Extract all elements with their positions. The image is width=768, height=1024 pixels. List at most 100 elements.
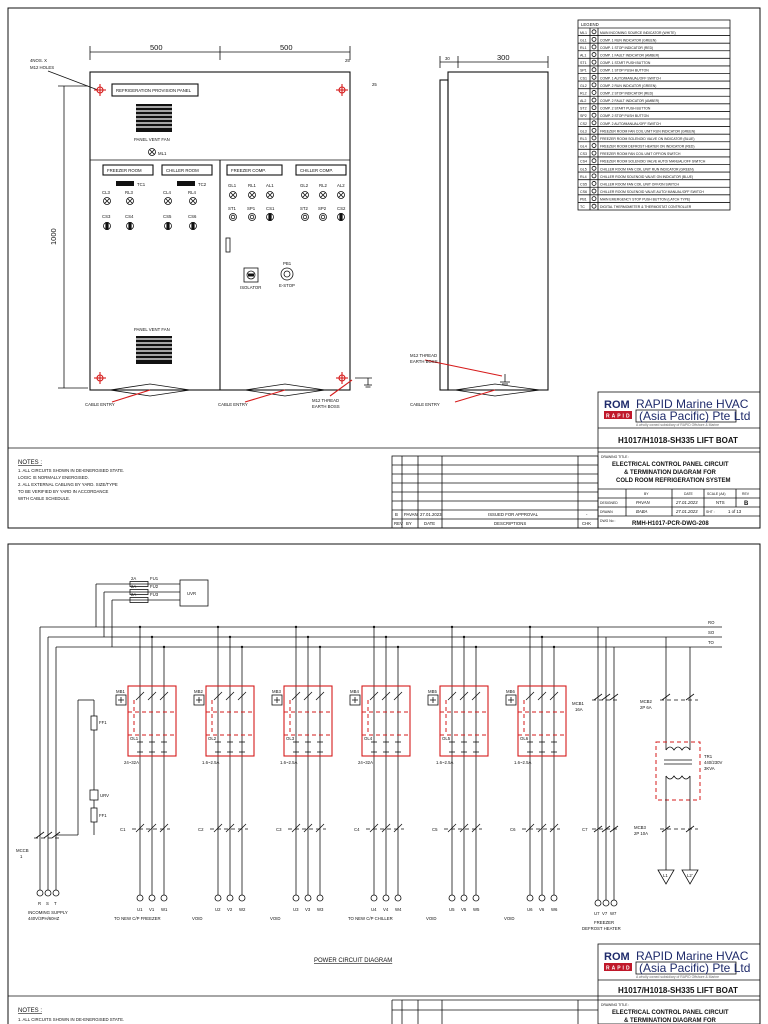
load-label: VOID <box>504 916 515 921</box>
earth-boss-label-1: M12 THREAD <box>312 398 339 403</box>
isolator-label: ISOLATOR <box>240 285 261 290</box>
freezer-room-label: FREEZER ROOM <box>107 168 142 173</box>
phase-t: T <box>54 901 57 906</box>
legend-desc: CHILLER ROOM FAN COIL UNIT RUN INDICATOR… <box>600 167 694 171</box>
legend-symbol-icon <box>591 173 597 179</box>
legend-desc: COMP. 2 RUN INDICATOR (GREEN) <box>600 84 656 88</box>
rev-head-desc: DESCRIPTIONS <box>494 521 526 526</box>
legend-tag: RL2 <box>580 91 587 95</box>
fuses-uvr: UVR 2A FU1 2A FU2 2A FU3 <box>95 576 209 647</box>
mcb2-rating: 2P 6A <box>640 705 652 710</box>
dwg-no-1: RMH-H1017-PCR-DWG-208 <box>632 521 709 527</box>
panel-title: REFRIGERATION PROVISION PANEL <box>116 88 192 93</box>
rev-head-date: DATE <box>424 521 435 526</box>
title-block-2: ROM RAPID RAPID Marine HVAC (Asia Pacifi… <box>597 943 761 1024</box>
legend-symbol-icon <box>591 29 597 35</box>
ol-range: 24~32A <box>124 760 139 765</box>
ol-tag: OL4 <box>364 736 373 741</box>
contactor-tag: C5 <box>432 827 438 832</box>
fu3-tag: FU3 <box>150 592 159 597</box>
legend-tag: RL4 <box>580 175 587 179</box>
pb-label-st1: ST1 <box>228 206 236 211</box>
terminal-label: U6 <box>527 907 533 912</box>
drawing-title-label-2: DRAWING TITLE : <box>601 1003 629 1007</box>
rev-date: 27.01.2023 <box>420 512 442 517</box>
load-label: VOID <box>426 916 437 921</box>
ml1-indicator <box>148 148 156 156</box>
legend-tag: CS2 <box>580 122 587 126</box>
ff1-top: FF1 <box>99 720 107 725</box>
legend-tag: RL3 <box>580 137 587 141</box>
legend-symbol-icon <box>591 74 597 80</box>
legend-desc: COMP. 1 START PUSH BUTTON <box>600 61 651 65</box>
drawing-title-2a: ELECTRICAL CONTROL PANEL CIRCUIT <box>612 1010 729 1016</box>
legend-tag: ML1 <box>580 31 587 35</box>
terminal-label: V4 <box>383 907 389 912</box>
ff1-bottom: FF1 <box>99 813 107 818</box>
pb-label-st2: ST2 <box>300 206 308 211</box>
project-title-2: H1017/H1018-SH335 LIFT BOAT <box>618 986 738 995</box>
terminal-label: U4 <box>371 907 377 912</box>
incoming-voltage: 440V/3PH/60HZ <box>28 916 60 921</box>
cs-label-cs3: CS3 <box>102 214 111 219</box>
note-line-2-1: 1. ALL CIRCUITS SHOWN IN DE-ENERGISED ST… <box>18 1017 124 1022</box>
earth-boss-side-2: EARTH BOSS <box>410 359 438 364</box>
chiller-room-label: CHILLER ROOM <box>166 168 199 173</box>
legend-tag: CS3 <box>580 152 587 156</box>
rev-head-chk: CHK <box>582 521 591 526</box>
legend-symbol-icon <box>591 135 597 141</box>
legend-symbol-icon <box>591 112 597 118</box>
rev-label-1: REV <box>742 492 750 496</box>
mb-tag: MB6 <box>506 689 515 694</box>
pb-label-sp2: SP2 <box>318 206 327 211</box>
legend-tag: GL4 <box>580 145 587 149</box>
designed-label-1: DESIGNED <box>600 501 618 505</box>
mcb2-label: MCB2 <box>640 699 653 704</box>
legend-tag: GL3 <box>580 129 587 133</box>
bus-to: TO <box>708 640 715 645</box>
terminal-label: W3 <box>317 907 324 912</box>
legend-symbol-icon <box>591 158 597 164</box>
company-name2-1: (Asia Pacific) Pte Ltd <box>639 409 750 423</box>
cable-entry-side: CABLE ENTRY <box>410 402 440 407</box>
project-title-1: H1017/H1018-SH335 LIFT BOAT <box>618 436 738 445</box>
tr-rating: 3KVA <box>704 766 715 771</box>
holes-note-2: M12 HOLES <box>30 65 54 70</box>
vent-fan-label: PANEL VENT FAN <box>134 137 170 142</box>
note-line-4: TO BE VERIFIED BY YARD IN ACCORDANCE <box>18 489 109 494</box>
company-name2-2: (Asia Pacific) Pte Ltd <box>639 961 750 975</box>
legend-desc: CHILLER ROOM SOLENOID VALVE ON INDICATOR… <box>600 175 693 179</box>
phase-r: R <box>38 901 41 906</box>
defrost-branch: MCB1 16A C7 U7 V7 W7 FREEZER DEFROST HEA… <box>572 627 621 931</box>
logo-rapid-1: RAPID <box>606 414 632 420</box>
note-line-5: WITH CABLE SCHEDULE. <box>18 496 70 501</box>
vent-fan-top <box>136 104 172 132</box>
legend-symbol-icon <box>591 143 597 148</box>
tc1-label: TC1 <box>137 182 146 187</box>
mccb-num: 1 <box>20 854 23 859</box>
ol-tag: OL5 <box>442 736 451 741</box>
terminal-label: V6 <box>539 907 545 912</box>
ind-label-al2: AL2 <box>337 183 345 188</box>
legend-desc: COMP. 1 FAULT INDICATOR (AMBER) <box>600 54 659 58</box>
rev-desc: ISSUED FOR APPROVAL <box>488 512 539 517</box>
mb-tag: MB2 <box>194 689 203 694</box>
left-indicators: CL3 RL3 CL4 RL4 CS3 CS4 CS5 CS6 <box>102 190 197 230</box>
ol-tag: OL2 <box>208 736 217 741</box>
ol-range: 1.6~2.5A <box>280 760 297 765</box>
mccb-label: MCCB <box>16 848 29 853</box>
company-sub-2: A wholly owned subsidiary of RAPID Offsh… <box>636 975 719 979</box>
dim-30: 30 <box>445 56 450 61</box>
drawn-label-1: DRAWN <box>600 510 613 514</box>
vent-fan-bottom <box>136 336 172 364</box>
legend-tag: CS4 <box>580 160 587 164</box>
ol-tag: OL3 <box>286 736 295 741</box>
terminal-label: W1 <box>161 907 168 912</box>
